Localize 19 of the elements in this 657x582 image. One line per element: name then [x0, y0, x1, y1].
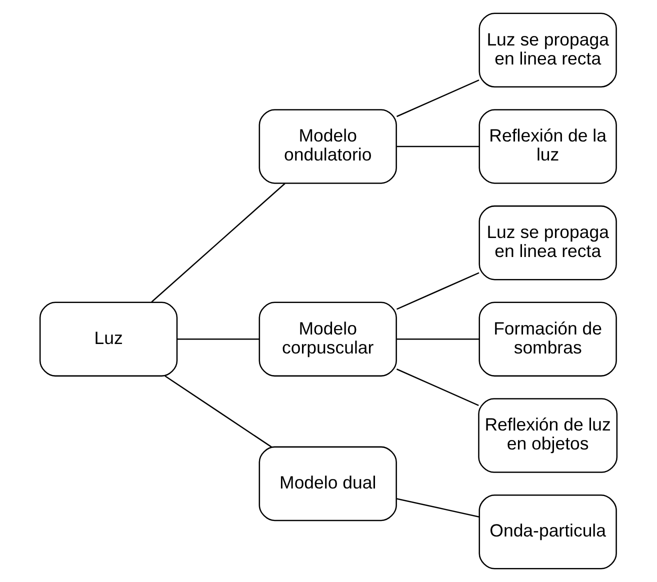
node-box: Modelo corpuscular [258, 302, 397, 377]
node-box: Luz se propaga en linea recta [478, 205, 617, 280]
connector [164, 376, 272, 448]
node-box: Onda-particula [478, 494, 617, 570]
node-box: Modelo dual [258, 446, 397, 522]
node-box: Reflexión de la luz [478, 109, 617, 184]
connector [396, 368, 479, 406]
node-box: Luz se propaga en linea recta [478, 12, 617, 88]
connector [396, 498, 480, 518]
connector [177, 338, 260, 340]
connector [151, 183, 286, 302]
node-box: Reflexión de luz en objetos [478, 398, 618, 473]
node-box: Modelo ondulatorio [258, 109, 397, 184]
node-box: Formación de sombras [478, 302, 617, 377]
connector [396, 79, 480, 118]
connector [396, 338, 479, 340]
node-box: Luz [39, 302, 178, 377]
connector [396, 272, 480, 310]
connector [396, 146, 479, 148]
